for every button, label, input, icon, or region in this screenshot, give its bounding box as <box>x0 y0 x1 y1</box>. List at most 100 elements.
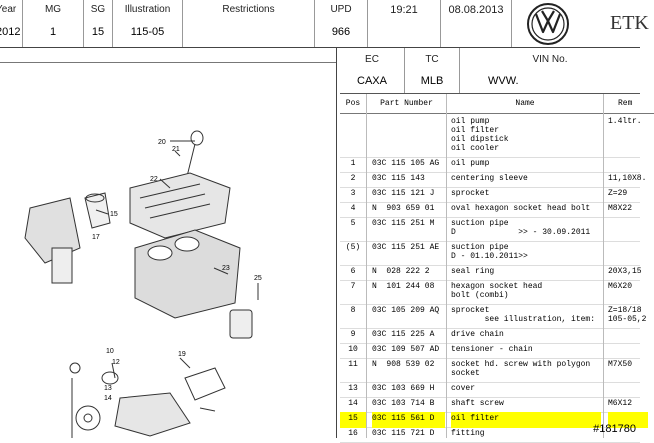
cell-name: socket hd. screw with polygon socket <box>451 360 591 378</box>
cell-name: oval hexagon socket head bolt <box>451 204 591 213</box>
cell-rem <box>608 217 648 242</box>
cell-pos: 14 <box>348 399 358 408</box>
cell-pos: 5 <box>350 219 356 228</box>
cell-part: 03C 115 251 AE <box>372 243 440 252</box>
callout-label: 23 <box>222 265 230 272</box>
brand-label: ETK <box>610 12 649 34</box>
cell-name: oil pump oil filter oil dipstick oil coo… <box>451 117 509 153</box>
vehicle-label: EC <box>365 54 379 65</box>
vehicle-label: VIN No. <box>532 54 568 65</box>
callout-label: 22 <box>150 176 158 183</box>
table-row[interactable]: 11 N 908 539 02 socket hd. screw with poly… <box>340 358 640 383</box>
table-row[interactable]: 5 03C 115 251 M suction pipe D >> - 30.09.… <box>340 217 640 242</box>
vehicle-cell-tc: TC MLB <box>405 48 460 93</box>
cell-name: shaft screw <box>451 399 504 408</box>
watermark-text: #181780 <box>593 423 636 435</box>
cell-part: N 903 659 01 <box>372 204 435 213</box>
cell-pos: 9 <box>350 330 356 339</box>
vehicle-value: CAXA <box>357 75 387 87</box>
cell-part: 03C 115 251 M <box>372 219 435 228</box>
cell-pos: 2 <box>350 174 356 183</box>
cell-rem: M6X12 <box>608 399 633 408</box>
header-value: 966 <box>331 26 351 38</box>
header-label: Illustration <box>124 4 171 15</box>
cell-rem <box>608 412 648 428</box>
callout-label: 20 <box>158 139 166 146</box>
cell-pos <box>340 115 366 158</box>
cell-part: 03C 115 561 D <box>372 412 445 428</box>
header-value: 115-05 <box>130 26 165 38</box>
cell-rem: 11,10X8. <box>608 174 647 183</box>
callout-label: 14 <box>104 395 112 402</box>
header-cell-mg: MG 1 <box>23 0 84 47</box>
column-header-name[interactable]: Name <box>447 94 604 114</box>
cell-rem <box>608 328 648 344</box>
cell-part: 03C 103 669 H <box>372 384 435 393</box>
parts-table: Pos Part Number Name Rem oil pump oil fi… <box>340 94 654 443</box>
cell-pos: 6 <box>350 267 356 276</box>
cell-pos: 13 <box>348 384 358 393</box>
cell-rem: Z=18/18 105-05,2 <box>608 306 647 324</box>
exploded-view-illustration[interactable]: 20 21 22 15 17 23 25 10 12 13 14 19 <box>0 48 337 438</box>
cell-rem <box>608 157 648 173</box>
header-value: 2012 <box>0 26 21 38</box>
header-value: 15 <box>91 26 105 38</box>
column-header-part-number[interactable]: Part Number <box>367 94 447 114</box>
table-row[interactable]: oil pump oil filter oil dipstick oil coo… <box>340 115 642 158</box>
cell-part: N 908 539 02 <box>372 360 435 369</box>
cell-name: suction pipe D >> - 30.09.2011 <box>451 219 591 237</box>
cell-name: hexagon socket head bolt (combi) <box>451 282 543 300</box>
vehicle-value: WVW. <box>488 75 519 87</box>
cell-pos: 7 <box>350 282 356 291</box>
table-row[interactable]: 2 03C 115 143 centering sleeve 11,10X8. <box>340 172 646 188</box>
illustration-ruler <box>0 48 336 63</box>
cell-rem: Z=29 <box>608 189 628 198</box>
callout-label: 10 <box>106 348 114 355</box>
cell-part: 03C 115 105 AG <box>372 159 440 168</box>
cell-rem: M6X20 <box>608 282 633 291</box>
cell-part: 03C 115 225 A <box>372 330 435 339</box>
callout-label: 21 <box>172 146 180 153</box>
cell-name: centering sleeve <box>451 174 528 183</box>
header-cell-illustration: Illustration 115-05 <box>113 0 183 47</box>
cell-pos: 11 <box>348 360 358 369</box>
header-cell-year: Year 2012 <box>0 0 23 47</box>
header-label: SG <box>90 4 106 15</box>
header-cell-restrictions: Restrictions <box>183 0 315 47</box>
cell-rem: M8X22 <box>608 204 633 213</box>
callout-label: 12 <box>112 359 120 366</box>
cell-part: 03C 115 121 J <box>372 189 435 198</box>
cell-part <box>372 115 445 158</box>
cell-rem <box>608 241 648 266</box>
cell-pos: (5) <box>345 243 361 252</box>
cell-name: cover <box>451 384 476 393</box>
cell-pos: 10 <box>348 345 358 354</box>
column-header-pos[interactable]: Pos <box>340 94 367 114</box>
cell-rem: M7X50 <box>608 360 633 369</box>
table-row[interactable]: 14 03C 103 714 B shaft screw M6X12 <box>340 397 640 413</box>
vehicle-value: MLB <box>420 75 444 87</box>
column-header-remarks[interactable]: Rem <box>604 94 654 114</box>
callout-label: 25 <box>254 275 262 282</box>
cell-pos: 8 <box>350 306 356 315</box>
cell-name: oil filter <box>451 412 601 428</box>
header-label: Restrictions <box>222 4 275 15</box>
table-row[interactable]: 13 03C 103 669 H cover <box>340 382 640 398</box>
cell-part: 03C 103 714 B <box>372 399 435 408</box>
callout-label: 15 <box>110 211 118 218</box>
cell-part: 03C 105 209 AQ <box>372 306 440 315</box>
header-label: Year <box>0 4 17 15</box>
engine-drawing: 20 21 22 15 17 23 25 10 12 13 14 19 <box>24 130 262 438</box>
callout-label: 13 <box>104 385 112 392</box>
cell-part: 03C 115 143 <box>372 174 425 183</box>
